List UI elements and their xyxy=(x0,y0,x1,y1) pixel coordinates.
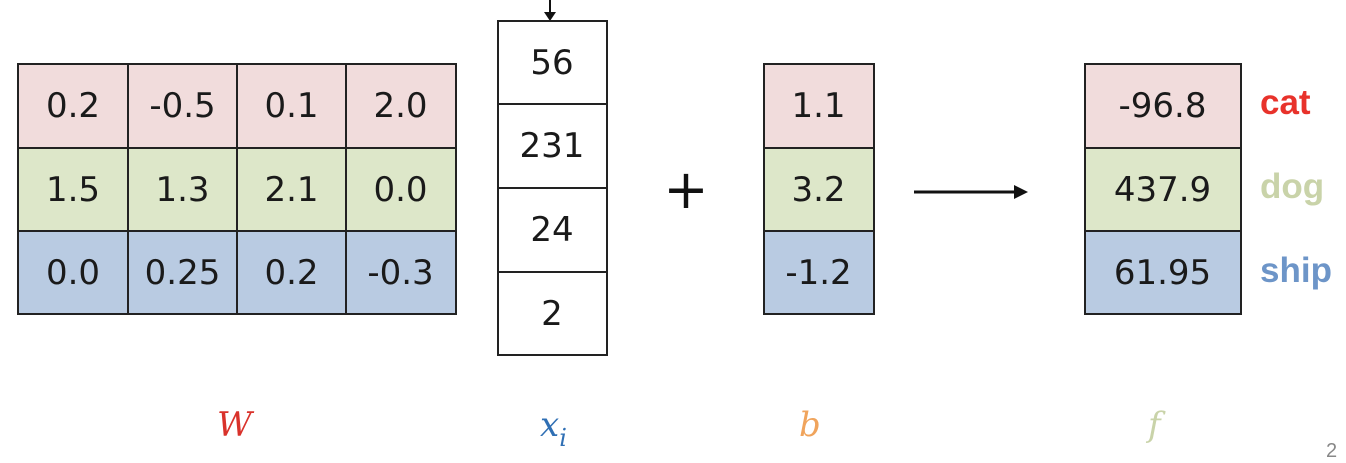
grid-line xyxy=(1084,147,1242,149)
grid-line xyxy=(763,63,765,315)
w-cell: 0.2 xyxy=(18,64,128,148)
label-x: xi xyxy=(540,405,567,452)
x-cell: 24 xyxy=(498,188,606,272)
b-cell: 1.1 xyxy=(764,64,873,148)
class-label-dog: dog xyxy=(1260,167,1325,206)
grid-line xyxy=(127,63,129,315)
grid-line xyxy=(763,147,875,149)
grid-line xyxy=(1240,63,1242,315)
x-cell: 231 xyxy=(498,104,606,188)
w-cell: 2.1 xyxy=(237,148,346,231)
b-cell: 3.2 xyxy=(764,148,873,231)
w-cell: 1.5 xyxy=(18,148,128,231)
page-number: 2 xyxy=(1326,440,1338,462)
w-cell: 2.0 xyxy=(346,64,455,148)
f-cell: 61.95 xyxy=(1085,231,1240,314)
class-label-cat: cat xyxy=(1260,83,1311,122)
grid-line xyxy=(1084,313,1242,315)
w-cell: -0.3 xyxy=(346,231,455,314)
x-cell: 2 xyxy=(498,272,606,355)
b-cell: -1.2 xyxy=(764,231,873,314)
grid-line xyxy=(873,63,875,315)
grid-line xyxy=(236,63,238,315)
class-label-ship: ship xyxy=(1260,251,1332,290)
arrow-right-icon xyxy=(914,185,1028,199)
w-cell: 0.0 xyxy=(346,148,455,231)
label-x-subscript: i xyxy=(559,424,567,452)
grid-line xyxy=(763,63,875,65)
grid-line xyxy=(763,313,875,315)
label-x-base: x xyxy=(540,405,560,445)
grid-line xyxy=(1084,63,1242,65)
label-f: f xyxy=(1148,405,1161,445)
w-cell: 0.1 xyxy=(237,64,346,148)
grid-line xyxy=(497,187,608,189)
w-cell: 0.0 xyxy=(18,231,128,314)
grid-line xyxy=(455,63,457,315)
w-cell: 0.2 xyxy=(237,231,346,314)
grid-line xyxy=(497,354,608,356)
x-cell: 56 xyxy=(498,21,606,104)
f-cell: 437.9 xyxy=(1085,148,1240,231)
f-cell: -96.8 xyxy=(1085,64,1240,148)
grid-line xyxy=(497,103,608,105)
grid-line xyxy=(497,20,499,356)
w-cell: 1.3 xyxy=(128,148,237,231)
grid-line xyxy=(763,230,875,232)
grid-line xyxy=(497,20,608,22)
w-cell: -0.5 xyxy=(128,64,237,148)
grid-line xyxy=(345,63,347,315)
grid-line xyxy=(497,271,608,273)
arrow-down-icon xyxy=(544,0,556,21)
label-b: b xyxy=(799,405,821,445)
plus-operator: + xyxy=(663,158,709,221)
w-cell: 0.25 xyxy=(128,231,237,314)
grid-line xyxy=(1084,63,1086,315)
grid-line xyxy=(606,20,608,356)
label-w: W xyxy=(217,405,252,445)
grid-line xyxy=(1084,230,1242,232)
grid-line xyxy=(17,63,19,315)
